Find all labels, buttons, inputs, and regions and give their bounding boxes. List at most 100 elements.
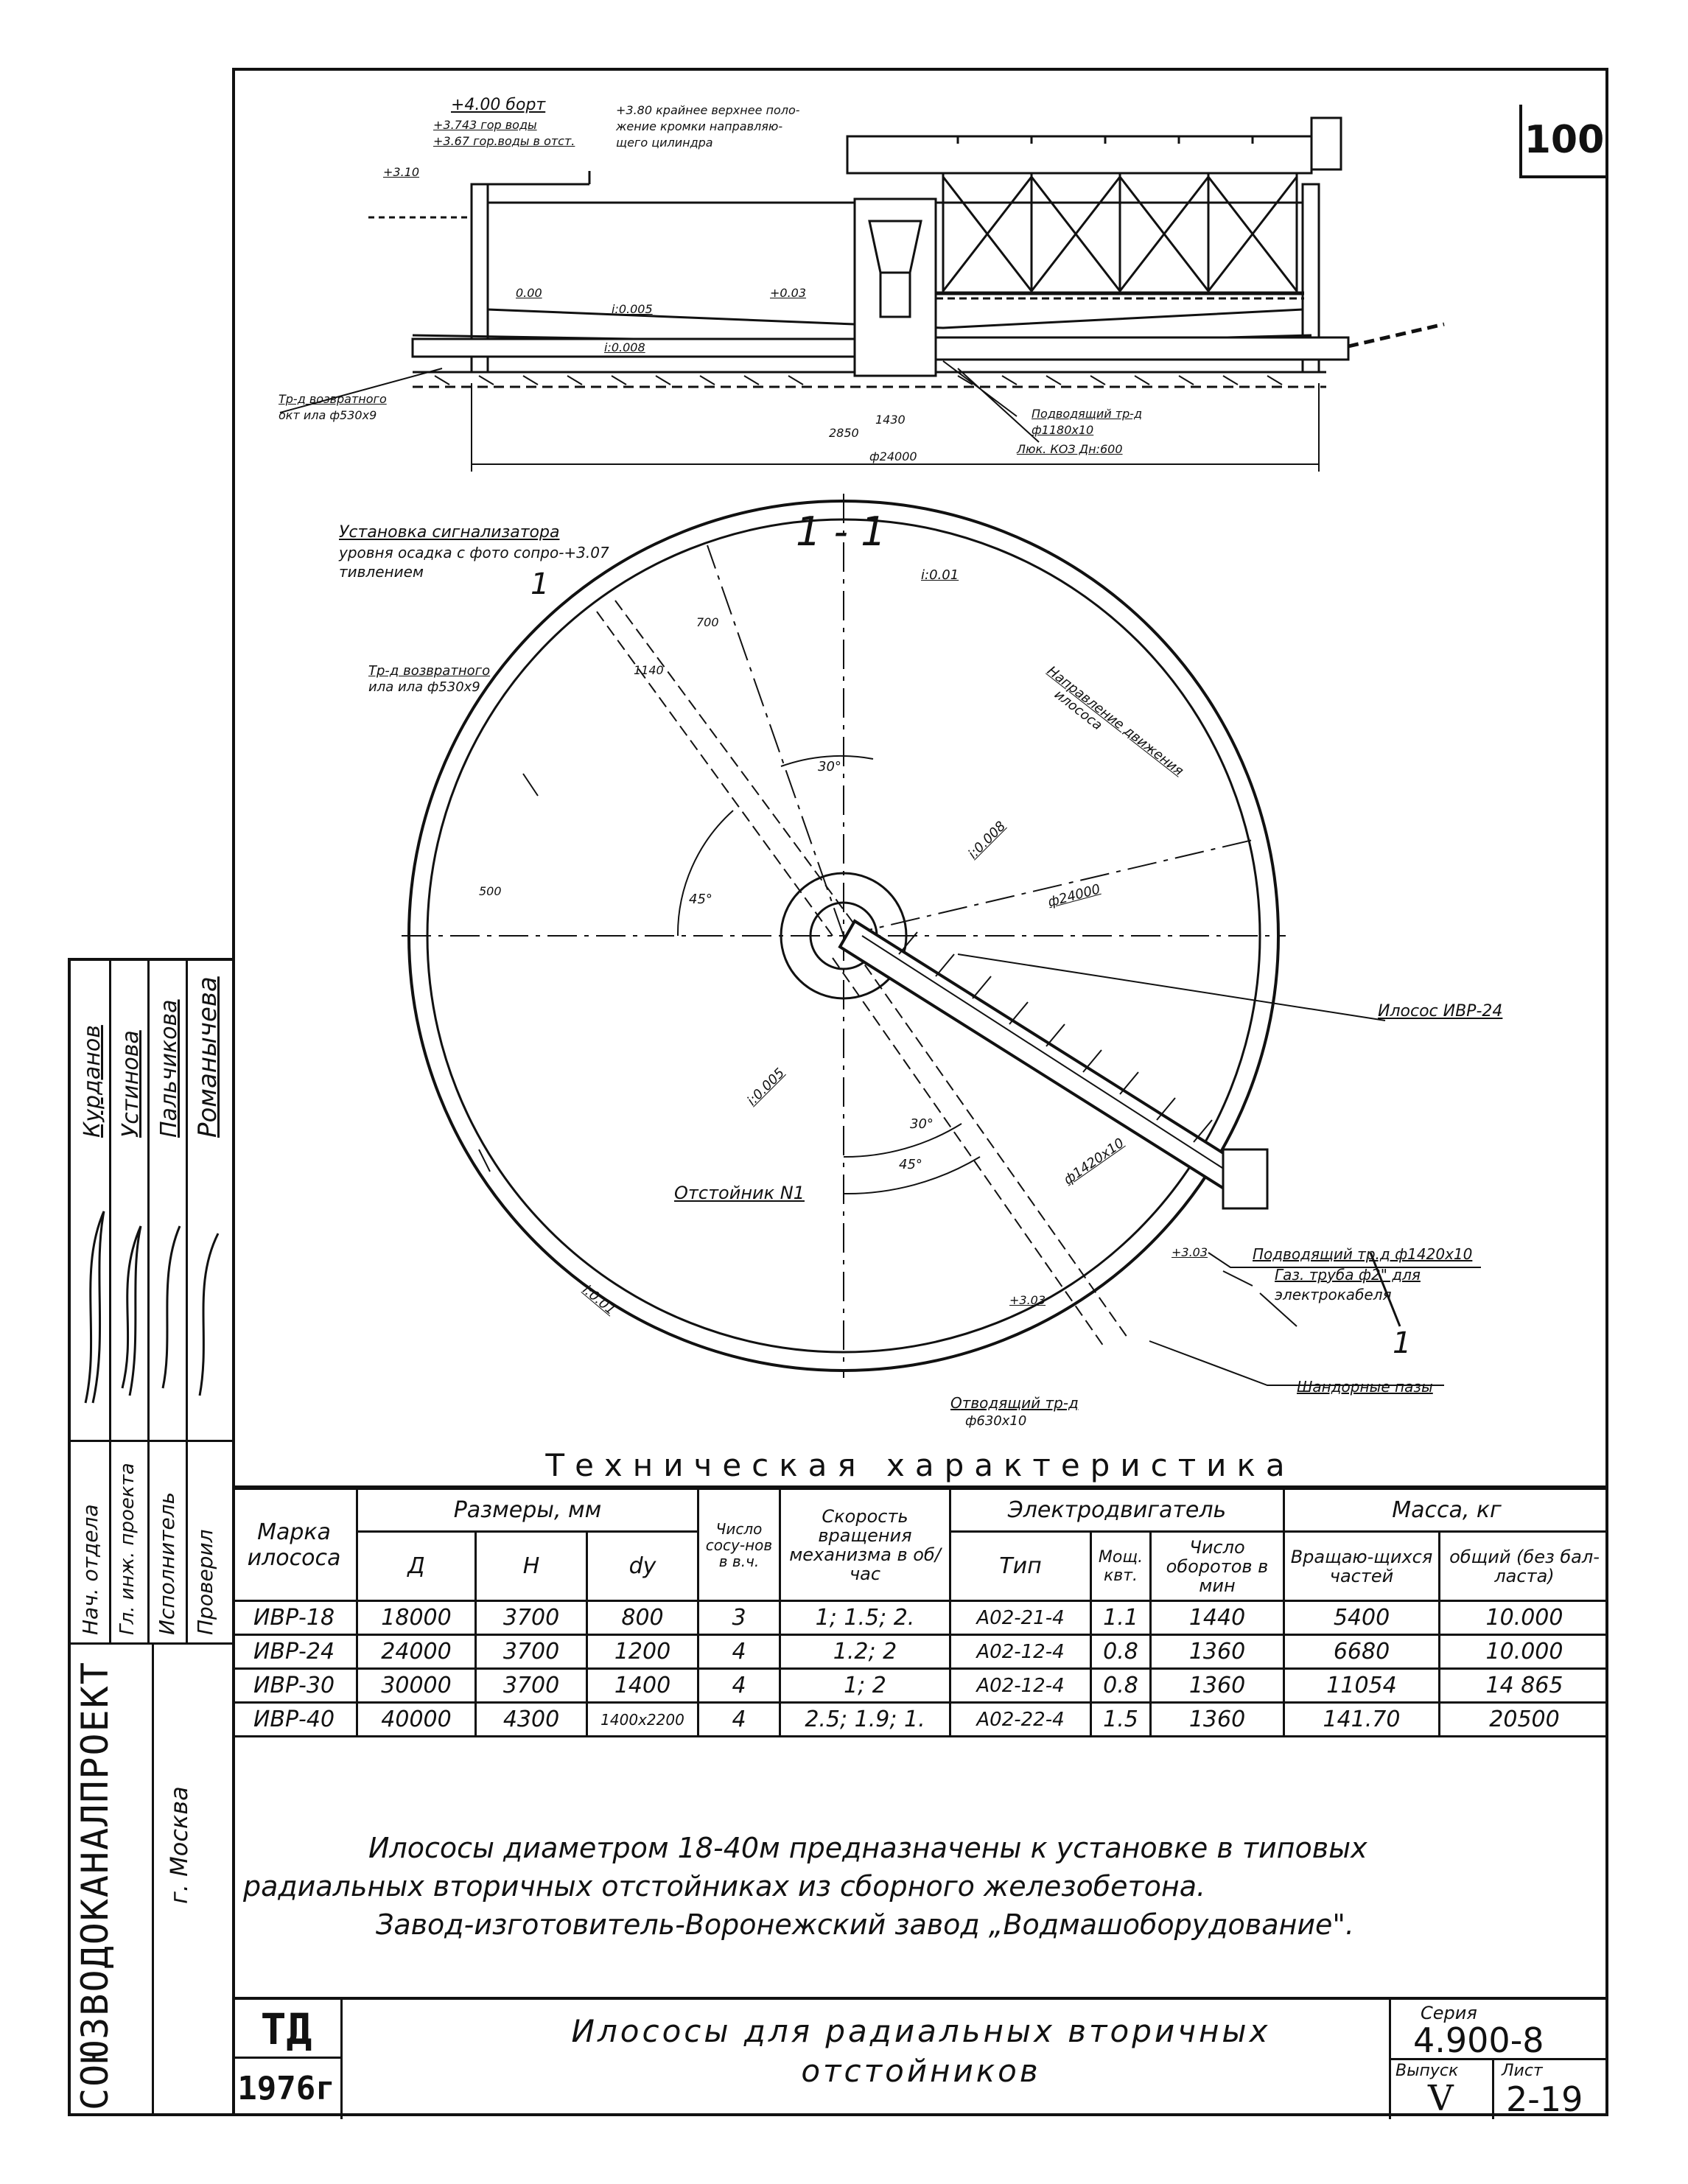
cell-type: А02-22-4	[949, 1701, 1092, 1737]
cell-total: 20500	[1438, 1701, 1608, 1737]
cell-rpm: 1440	[1149, 1600, 1285, 1636]
cell-H: 3700	[474, 1667, 588, 1704]
label-sludge-level: Установка сигнализатора	[339, 523, 560, 542]
hdr-dims: Размеры, мм	[356, 1488, 699, 1533]
stamp-series-label: Серия	[1421, 2003, 1477, 2023]
cell-dy: 1400х2200	[586, 1701, 699, 1737]
stamp-series-cell: Серия 4.900-8	[1389, 2000, 1608, 2060]
signatures	[84, 1211, 220, 1404]
name-chief-engineer: Устинова	[118, 1030, 144, 1138]
cell-power: 1.5	[1090, 1701, 1152, 1737]
approval-panel: Нач. отдела Гл. инж. проекта Исполнитель…	[68, 958, 232, 2116]
hdr-count: Число сосу-нов в в.ч.	[697, 1488, 781, 1602]
plan-view	[402, 494, 1481, 1386]
cell-rpm: 1360	[1149, 1634, 1285, 1670]
cell-total: 10.000	[1438, 1600, 1608, 1636]
label-gas-2: электрокабеля	[1275, 1286, 1392, 1303]
hdr-dy: dу	[586, 1530, 699, 1602]
name-checker: Романычева	[193, 976, 223, 1138]
cell-power: 0.8	[1090, 1667, 1152, 1704]
role-chief-engineer: Гл. инж. проекта	[116, 1463, 139, 1635]
label-blade-elev-2: жение кромки направляю-	[616, 119, 783, 133]
stamp-title: Илососы для радиальных вторичных	[571, 2013, 1271, 2049]
role-head: Нач. отдела	[78, 1504, 102, 1635]
label-elev-303: +3.03	[1172, 1245, 1208, 1259]
sheet-number: 100	[1519, 105, 1606, 178]
hdr-motor: Электродвигатель	[949, 1488, 1285, 1533]
label-supply-pipe-2: ф1180х10	[1032, 423, 1094, 437]
cell-rot: 141.70	[1283, 1701, 1440, 1737]
hdr-type: Тип	[949, 1530, 1092, 1602]
cell-type: А02-12-4	[949, 1667, 1092, 1704]
cut-mark-bottom: 1	[1393, 1326, 1412, 1360]
label-sludge-level-2: уровня осадка с фото сопро-+3.07	[339, 544, 609, 561]
hdr-brand: Марка	[257, 1519, 331, 1545]
cell-brand: ИВР-30	[232, 1667, 358, 1704]
cell-dy: 1400	[586, 1667, 699, 1704]
cell-rpm: 1360	[1149, 1701, 1285, 1737]
drawing-frame	[232, 68, 1608, 2116]
label-dim-2850: 2850	[829, 426, 859, 440]
org-city: г. Москва	[165, 1786, 193, 1904]
label-return-pipe: Тр-д возвратного	[279, 392, 387, 406]
hdr-power: Мощ. квт.	[1090, 1530, 1152, 1602]
label-gates: Шандорные пазы	[1297, 1378, 1433, 1396]
label-slope-1: i:0.005	[612, 302, 653, 316]
label-outlet-2: ф630х10	[965, 1413, 1027, 1429]
cell-dy: 1200	[586, 1634, 699, 1670]
label-elev-303b: +3.03	[1009, 1293, 1046, 1307]
label-tank-name: Отстойник N1	[674, 1183, 805, 1203]
hdr-total: общий (без бал-ласта)	[1438, 1530, 1608, 1602]
cell-speed: 2.5; 1.9; 1.	[779, 1701, 951, 1737]
cell-H: 3700	[474, 1634, 588, 1670]
label-return-pipe-2: окт ила ф530х9	[279, 408, 377, 422]
label-sewer: Люк. КОЗ Дн:600	[1017, 442, 1123, 456]
drawings	[279, 116, 1481, 1386]
hdr-brand-2: илососа	[247, 1544, 341, 1571]
cell-total: 10.000	[1438, 1634, 1608, 1670]
stamp-sheet-cell: Лист 2-19	[1492, 2060, 1608, 2119]
label-angle-30-bottom: 30°	[910, 1116, 934, 1132]
label-return-pipe-plan: Тр-д возвратного	[368, 663, 491, 679]
cell-H: 4300	[474, 1701, 588, 1737]
stamp-issue-cell: Выпуск V	[1389, 2060, 1492, 2119]
title-block: ТД 1976г Илососы для радиальных вторичны…	[232, 1997, 1608, 2119]
cell-brand: ИВР-24	[232, 1634, 358, 1670]
label-elev-berm: +4.00 борт	[451, 96, 546, 114]
cell-dy: 800	[586, 1600, 699, 1636]
name-executor: Пальчикова	[156, 999, 182, 1138]
org-name: СОЮЗВОДОКАНАЛПРОЕКТ	[74, 1661, 116, 2110]
cut-mark-top: 1	[530, 567, 550, 601]
cell-total: 14 865	[1438, 1667, 1608, 1704]
cell-rot: 5400	[1283, 1600, 1440, 1636]
hdr-rpm: Число оборотов в мин	[1149, 1530, 1285, 1602]
stamp-sheet-label: Лист	[1502, 2062, 1543, 2080]
cell-n: 4	[697, 1701, 781, 1737]
hdr-mass: Масса, кг	[1283, 1488, 1608, 1533]
cell-power: 0.8	[1090, 1634, 1152, 1670]
role-executor: Исполнитель	[155, 1491, 179, 1635]
stamp-year: 1976г	[232, 2059, 343, 2119]
label-elev-003: +0.03	[770, 286, 807, 300]
label-slope-2: i:0.008	[604, 340, 645, 354]
label-dim-1140: 1140	[634, 663, 664, 677]
table-title: Техническая характеристика	[232, 1446, 1608, 1488]
note-line-2: радиальных вторичных отстойниках из сбор…	[243, 1870, 1206, 1903]
label-elev-310: +3.10	[383, 165, 420, 179]
role-checker: Проверил	[193, 1529, 217, 1635]
stamp-issue-label: Выпуск	[1395, 2062, 1459, 2080]
label-supply-pipe: Подводящий тр-д	[1032, 407, 1143, 421]
stamp-td: ТД	[232, 2000, 343, 2059]
cell-D: 24000	[356, 1634, 477, 1670]
notes: Илососы диаметром 18-40м предназначены к…	[243, 1829, 1599, 1944]
hdr-rotating: Вращаю-щихся частей	[1283, 1530, 1440, 1602]
cell-brand: ИВР-18	[232, 1600, 358, 1636]
section-mark: 1 - 1	[796, 508, 886, 555]
section-view	[279, 116, 1445, 472]
cell-H: 3700	[474, 1600, 588, 1636]
cell-rot: 6680	[1283, 1634, 1440, 1670]
